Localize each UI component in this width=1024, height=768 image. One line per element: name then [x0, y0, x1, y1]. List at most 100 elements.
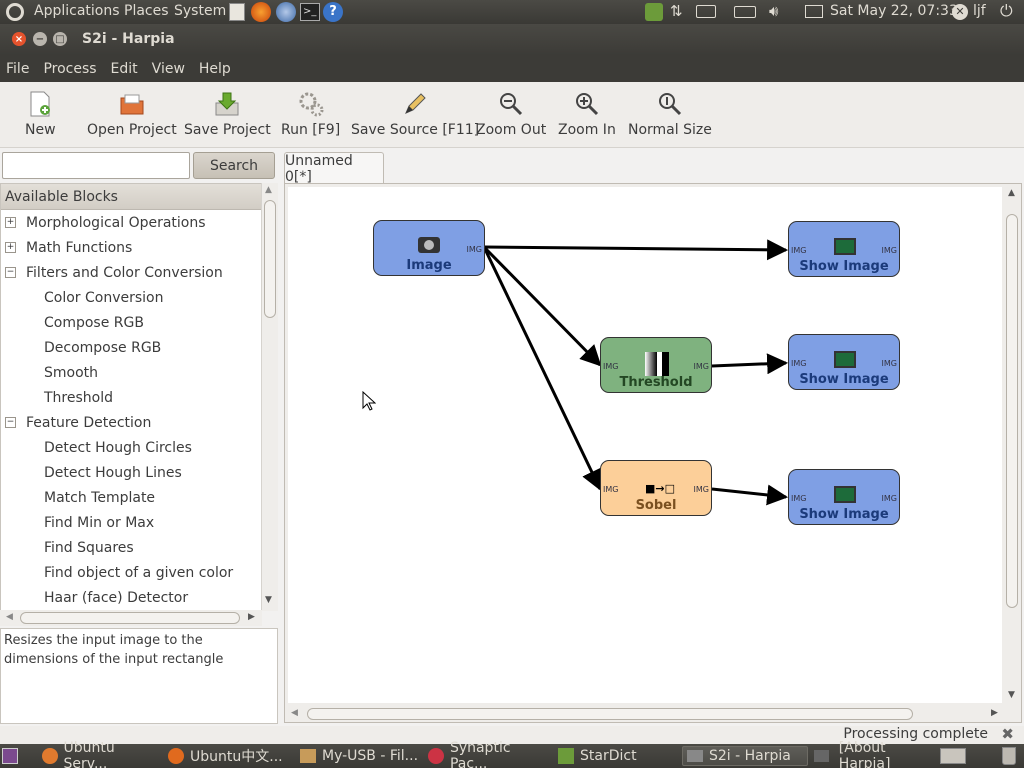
scroll-up-arrow-icon[interactable]: ▲ [1008, 188, 1015, 198]
tree-scroll-thumb[interactable] [264, 200, 276, 318]
zoom-out-button[interactable]: Zoom Out [476, 90, 546, 138]
taskbar-item-ubuntu-cn[interactable]: Ubuntu中文... [164, 746, 294, 766]
input-port[interactable]: IMG [603, 485, 619, 494]
canvas-hscroll-thumb[interactable] [307, 708, 913, 720]
block-threshold[interactable]: IMG IMG Threshold [600, 337, 712, 393]
taskbar-item-about-harpia[interactable]: [About Harpia] [810, 740, 934, 768]
collapse-icon[interactable]: − [5, 417, 16, 428]
applications-menu[interactable]: Applications [34, 3, 120, 19]
diagram-canvas[interactable]: IMG Image IMG IMG Threshold IMG ■→□ IMG … [288, 187, 1002, 703]
expand-icon[interactable]: + [5, 217, 16, 228]
keyboard-icon[interactable] [696, 5, 716, 18]
tree-item-find-squares[interactable]: Find Squares [44, 539, 134, 556]
search-input[interactable] [2, 152, 190, 179]
menu-view[interactable]: View [151, 60, 185, 77]
tree-horizontal-scrollbar[interactable]: ◀ ▶ [0, 610, 262, 626]
volume-icon[interactable]: 🔊︎ [769, 2, 779, 20]
input-port[interactable]: IMG [603, 362, 619, 371]
tree-item-haar-face-detector[interactable]: Haar (face) Detector [44, 589, 189, 606]
terminal-launcher-icon[interactable]: >_ [300, 3, 320, 21]
output-port[interactable]: IMG [466, 245, 482, 254]
system-menu[interactable]: System [174, 3, 227, 19]
block-show-image-1[interactable]: IMG IMG Show Image [788, 221, 900, 277]
expand-icon[interactable]: + [5, 242, 16, 253]
new-button[interactable]: New [25, 90, 56, 138]
block-sobel[interactable]: IMG ■→□ IMG Sobel [600, 460, 712, 516]
run-button[interactable]: Run [F9] [281, 90, 340, 138]
tree-item-find-min-or-max[interactable]: Find Min or Max [44, 514, 155, 531]
tree-item-compose-rgb[interactable]: Compose RGB [44, 314, 144, 331]
menu-edit[interactable]: Edit [110, 60, 138, 77]
block-show-image-2[interactable]: IMG IMG Show Image [788, 334, 900, 390]
stardict-tray-icon[interactable] [645, 3, 663, 21]
menu-help[interactable]: Help [198, 60, 231, 77]
user-name[interactable]: ljf [973, 3, 986, 19]
tree-hscroll-thumb[interactable] [20, 612, 240, 624]
close-window-icon[interactable]: × [12, 32, 26, 46]
search-button[interactable]: Search [193, 152, 275, 179]
show-desktop-icon[interactable] [2, 748, 18, 764]
scroll-down-arrow-icon[interactable]: ▼ [1008, 690, 1015, 700]
user-status-icon[interactable]: ✕ [952, 4, 968, 20]
input-port[interactable]: IMG [791, 494, 807, 503]
scroll-left-arrow-icon[interactable]: ◀ [291, 708, 298, 718]
tree-item-match-template[interactable]: Match Template [44, 489, 156, 506]
scroll-right-arrow-icon[interactable]: ▶ [991, 708, 998, 718]
open-project-button[interactable]: Open Project [87, 90, 177, 138]
output-port[interactable]: IMG [693, 362, 709, 371]
scroll-left-arrow-icon[interactable]: ◀ [6, 612, 13, 622]
power-icon[interactable]: ⏻ [1000, 1, 1013, 20]
minimize-window-icon[interactable]: − [33, 32, 47, 46]
taskbar-item-synaptic[interactable]: Synaptic Pac... [424, 740, 552, 768]
input-port[interactable]: IMG [791, 359, 807, 368]
scroll-up-arrow-icon[interactable]: ▲ [265, 185, 272, 195]
tree-item-detect-hough-circles[interactable]: Detect Hough Circles [44, 439, 192, 456]
status-close-icon[interactable]: ✖ [1001, 725, 1014, 743]
workspace-switcher[interactable] [940, 748, 966, 764]
tree-item-decompose-rgb[interactable]: Decompose RGB [44, 339, 162, 356]
trash-icon[interactable] [1002, 747, 1016, 765]
tree-item-filters-and-color-conversion[interactable]: −Filters and Color Conversion [5, 264, 223, 281]
menu-file[interactable]: File [6, 60, 30, 77]
firefox-launcher-icon[interactable] [251, 2, 271, 22]
canvas-vscroll-thumb[interactable] [1006, 214, 1018, 608]
tree-item-math-functions[interactable]: +Math Functions [5, 239, 133, 256]
save-project-button[interactable]: Save Project [184, 90, 271, 138]
places-menu[interactable]: Places [124, 3, 169, 19]
tree-item-color-conversion[interactable]: Color Conversion [44, 289, 164, 306]
collapse-icon[interactable]: − [5, 267, 16, 278]
thunderbird-launcher-icon[interactable] [276, 2, 296, 22]
tree-item-threshold[interactable]: Threshold [44, 389, 113, 406]
blocks-tree[interactable]: Available Blocks +Morphological Operatio… [0, 183, 278, 611]
tree-header[interactable]: Available Blocks [1, 184, 277, 210]
canvas-vertical-scrollbar[interactable]: ▲ ▼ [1004, 184, 1021, 706]
maximize-window-icon[interactable]: □ [53, 32, 67, 46]
taskbar-item-ubuntu-serv[interactable]: Ubuntu Serv... [38, 740, 160, 768]
ubuntu-logo-icon[interactable] [6, 3, 24, 21]
mail-icon[interactable] [805, 5, 823, 18]
input-port[interactable]: IMG [791, 246, 807, 255]
output-port[interactable]: IMG [881, 246, 897, 255]
tab-unnamed-0[interactable]: Unnamed 0[*] [284, 152, 384, 185]
normal-size-button[interactable]: Normal Size [628, 90, 712, 138]
tree-item-feature-detection[interactable]: −Feature Detection [5, 414, 152, 431]
scroll-right-arrow-icon[interactable]: ▶ [248, 612, 255, 622]
help-launcher-icon[interactable]: ? [323, 2, 343, 22]
block-image[interactable]: IMG Image [373, 220, 485, 276]
tree-item-find-object-of-color[interactable]: Find object of a given color [44, 564, 234, 581]
tree-item-detect-hough-lines[interactable]: Detect Hough Lines [44, 464, 182, 481]
clock[interactable]: Sat May 22, 07:33 [830, 3, 958, 19]
taskbar-item-my-usb[interactable]: My-USB - Fil... [296, 746, 420, 766]
save-source-button[interactable]: Save Source [F11] [351, 90, 479, 138]
battery-icon[interactable] [734, 6, 756, 18]
output-port[interactable]: IMG [693, 485, 709, 494]
tree-item-morphological-operations[interactable]: +Morphological Operations [5, 214, 206, 231]
scroll-down-arrow-icon[interactable]: ▼ [265, 595, 272, 605]
output-port[interactable]: IMG [881, 494, 897, 503]
taskbar-item-stardict[interactable]: StarDict [554, 746, 678, 766]
text-editor-launcher-icon[interactable] [229, 3, 245, 21]
tree-item-smooth[interactable]: Smooth [44, 364, 99, 381]
tree-vertical-scrollbar[interactable]: ▲ ▼ [261, 183, 278, 611]
window-titlebar[interactable]: × − □ S2i - Harpia [0, 24, 1024, 55]
network-icon[interactable]: ⇅ [670, 2, 683, 20]
